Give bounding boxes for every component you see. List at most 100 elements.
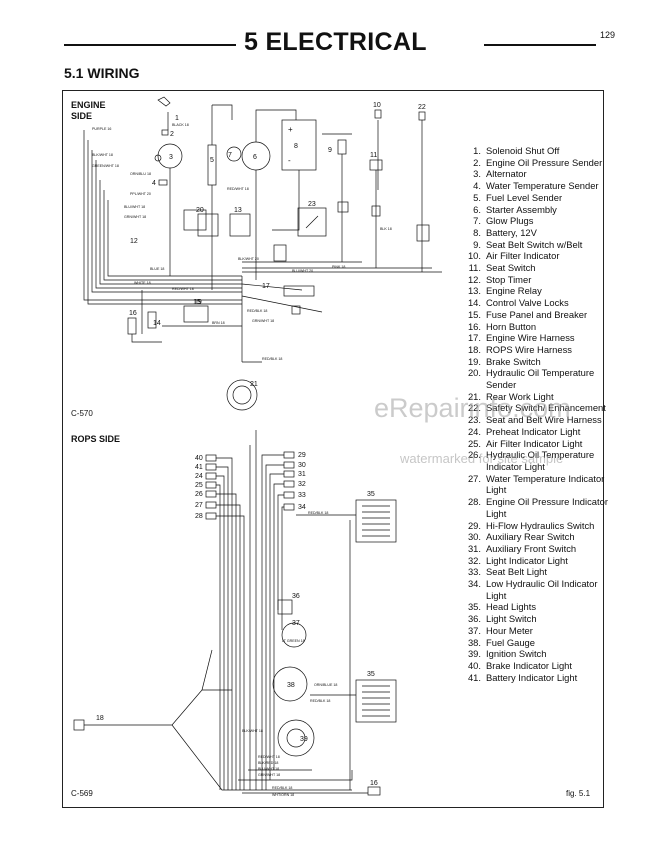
callout-4: 4 bbox=[152, 180, 156, 187]
legend-number: 17. bbox=[467, 332, 481, 344]
legend-item: 38.Fuel Gauge bbox=[462, 637, 612, 649]
callout-11: 11 bbox=[370, 152, 377, 159]
legend-item: 25. Air Filter Indicator Light bbox=[462, 438, 612, 450]
legend-text: Light Indicator Light bbox=[486, 554, 568, 566]
legend-text: ROPS Wire Harness bbox=[486, 343, 572, 355]
svg-text:-: - bbox=[288, 156, 291, 165]
callout-28: 28 bbox=[195, 513, 203, 520]
wire-label: BLK/RED 18 bbox=[258, 761, 278, 765]
legend-text: Auxiliary Front Switch bbox=[486, 542, 577, 554]
legend-number: 23. bbox=[467, 414, 481, 426]
callout-25: 25 bbox=[195, 482, 203, 489]
legend-text: Hour Meter bbox=[486, 624, 533, 636]
callout-19: 19 bbox=[194, 299, 202, 306]
legend-number: 33. bbox=[467, 566, 481, 578]
legend-text: Battery, 12V bbox=[486, 226, 537, 238]
legend-item: 4.Water Temperature Sender bbox=[462, 180, 612, 192]
legend-text: Fuse Panel and Breaker bbox=[486, 308, 588, 320]
wire-label: RED/BLK 18 bbox=[272, 786, 292, 790]
legend-text: Fuel Level Sender bbox=[486, 191, 563, 203]
wire-label: RED/BLK 18 bbox=[310, 699, 330, 703]
callout-16-rops: 16 bbox=[370, 780, 378, 787]
wiring-diagram: + - bbox=[73, 96, 442, 797]
legend-text: Air Filter Indicator Light bbox=[486, 437, 583, 449]
legend-item: 36. Light Switch bbox=[462, 613, 612, 625]
callout-18: 18 bbox=[96, 715, 104, 722]
legend-item: 19.Brake Switch bbox=[462, 356, 612, 368]
wire-label: WHITE 18 bbox=[134, 281, 151, 285]
callout-5: 5 bbox=[210, 157, 214, 164]
legend-number: 20. bbox=[467, 367, 481, 379]
legend-text: Solenoid Shut Off bbox=[486, 145, 560, 156]
diagram-code-engine: C-570 bbox=[71, 409, 93, 418]
legend-number: 40. bbox=[467, 659, 481, 671]
rops-side-schematic bbox=[73, 430, 397, 796]
legend-text: Engine Oil Pressure Sender bbox=[486, 156, 603, 168]
legend-item: 29.Hi-Flow Hydraulics Switch bbox=[462, 520, 612, 532]
callout-16: 16 bbox=[129, 310, 137, 317]
legend-item: 23.Seat and Belt Wire Harness bbox=[462, 414, 612, 426]
legend-number: 12. bbox=[467, 273, 481, 285]
legend-text: Hydraulic Oil Temperature Indicator Ligh… bbox=[486, 449, 595, 472]
callout-27: 27 bbox=[195, 502, 203, 509]
legend-number: 13. bbox=[467, 285, 481, 297]
callout-7: 7 bbox=[228, 152, 232, 159]
callout-1: 1 bbox=[175, 115, 179, 122]
legend-text: Preheat Indicator Light bbox=[486, 425, 581, 437]
wire-label: BLACK 18 bbox=[172, 123, 189, 127]
legend-text: Head Lights bbox=[486, 601, 537, 613]
legend-number: 3. bbox=[473, 168, 481, 180]
engine-side-label: ENGINE SIDE bbox=[71, 100, 106, 121]
legend-text: Battery Indicator Light bbox=[486, 671, 578, 683]
legend-text: Rear Work Light bbox=[486, 390, 554, 402]
watermark-subtext: watermarked for site sample bbox=[400, 451, 564, 466]
legend-number: 6. bbox=[473, 203, 481, 215]
legend-text: Engine Oil Pressure Indicator Light bbox=[486, 496, 608, 519]
wire-label: BLU/WHT 18 bbox=[258, 767, 279, 771]
callout-35-bottom: 35 bbox=[367, 671, 375, 678]
callout-17: 17 bbox=[262, 283, 270, 290]
legend-text: Fuel Gauge bbox=[486, 636, 535, 648]
callout-40: 40 bbox=[195, 455, 203, 462]
legend-item: 14.Control Valve Locks bbox=[462, 297, 612, 309]
wire-label: RED/WHT 18 bbox=[258, 755, 280, 759]
wire-label: RED/WHT 18 bbox=[172, 287, 194, 291]
wire-label: GREEN/WHT 18 bbox=[92, 164, 119, 168]
wire-label: BLK/WHT 18 bbox=[242, 729, 263, 733]
legend-number: 14. bbox=[467, 297, 481, 309]
legend-number: 24. bbox=[467, 425, 481, 437]
legend-item: 17.Engine Wire Harness bbox=[462, 332, 612, 344]
legend-text: Light Switch bbox=[486, 613, 537, 625]
callout-34: 34 bbox=[298, 504, 306, 511]
wire-label: BLK 18 bbox=[380, 227, 392, 231]
legend-number: 34. bbox=[467, 578, 481, 590]
legend-number: 10. bbox=[467, 250, 481, 262]
legend-number: 21. bbox=[467, 390, 481, 402]
legend-number: 7. bbox=[473, 215, 481, 227]
legend-item: 21. Rear Work Light bbox=[462, 391, 612, 403]
section-title: 5.1 WIRING bbox=[64, 65, 140, 81]
callout-13: 13 bbox=[234, 207, 242, 214]
callout-15: 15 bbox=[193, 299, 201, 306]
rops-side-label: ROPS SIDE bbox=[71, 434, 121, 444]
legend-number: 25. bbox=[467, 437, 481, 449]
wire-label: GRN/WHT 18 bbox=[124, 215, 146, 219]
legend-number: 8. bbox=[473, 226, 481, 238]
legend-item: 8. Battery, 12V bbox=[462, 227, 612, 239]
legend-item: 22.Safety Switch/ Enhancement bbox=[462, 402, 612, 414]
legend-item: 27.Water Temperature Indicator Light bbox=[462, 473, 612, 496]
legend-number: 28. bbox=[467, 496, 481, 508]
callout-9: 9 bbox=[328, 147, 332, 154]
legend-item: 24. Preheat Indicator Light bbox=[462, 426, 612, 438]
legend-number: 37. bbox=[467, 624, 481, 636]
engine-side-schematic: + - bbox=[83, 96, 442, 411]
callout-33: 33 bbox=[298, 492, 306, 499]
wire-label: GRN/WHT 18 bbox=[258, 773, 280, 777]
legend-number: 36. bbox=[467, 613, 481, 625]
wire-label: BLU/WHT 20 bbox=[292, 269, 313, 273]
wire-label: WHT/ORN 18 bbox=[272, 793, 294, 797]
legend-item: 31.Auxiliary Front Switch bbox=[462, 543, 612, 555]
legend-number: 4. bbox=[473, 180, 481, 192]
legend-text: Glow Plugs bbox=[486, 215, 534, 227]
legend-number: 27. bbox=[467, 472, 481, 484]
